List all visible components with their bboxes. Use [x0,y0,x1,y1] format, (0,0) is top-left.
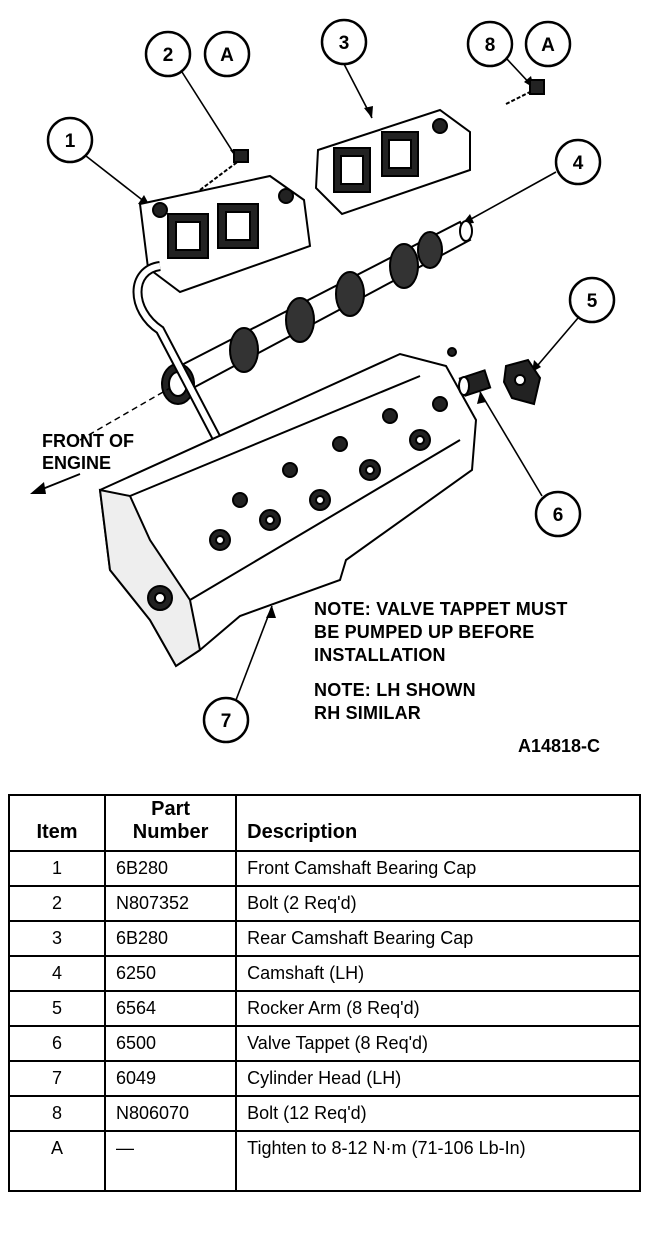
table-row: 4 6250 Camshaft (LH) [8,955,641,992]
callout-2: 2 [144,30,192,78]
cell-description: Bolt (2 Req'd) [235,885,641,922]
note-line: NOTE: LH SHOWN [314,680,476,700]
cylinder-head [98,347,478,668]
cell-description: Rocker Arm (8 Req'd) [235,990,641,1027]
valve-tappet [458,369,492,397]
svg-text:2: 2 [163,45,174,66]
cell-part-number: 6564 [103,990,238,1027]
front-of-engine-label: FRONT OF ENGINE [42,430,134,474]
cell-item: 6 [8,1025,106,1062]
camshaft [161,220,473,405]
rocker-arm [502,358,542,406]
table-row: 8 N806070 Bolt (12 Req'd) [8,1095,641,1132]
bolt-8 [505,79,545,105]
bolt-2 [199,149,249,191]
callout-a-left: A [203,30,251,78]
callout-3: 3 [320,18,368,66]
note-line: RH SIMILAR [314,703,421,723]
header-description: Description [235,794,641,852]
callout-a-right: A [524,20,572,68]
callout-6: 6 [534,490,582,538]
cell-description: Cylinder Head (LH) [235,1060,641,1097]
cell-part-number: 6B280 [103,850,238,887]
exploded-view-diagram: 1 2 A 3 8 A 4 5 6 7 [30,18,616,744]
svg-text:8: 8 [485,35,496,56]
cell-item: 4 [8,955,106,992]
svg-text:1: 1 [65,131,76,152]
note-lh-shown: NOTE: LH SHOWN RH SIMILAR [314,679,644,725]
cell-part-number: — [103,1130,238,1192]
table-row: 1 6B280 Front Camshaft Bearing Cap [8,850,641,887]
cell-item: 8 [8,1095,106,1132]
note-line: INSTALLATION [314,645,446,665]
table-row: 3 6B280 Rear Camshaft Bearing Cap [8,920,641,957]
header-part-number: Part Number [103,794,238,852]
callout-5: 5 [568,276,616,324]
svg-text:7: 7 [221,711,232,732]
callout-1: 1 [46,116,94,164]
cell-part-number: 6500 [103,1025,238,1062]
note-line: BE PUMPED UP BEFORE [314,622,535,642]
cell-part-number: 6B280 [103,920,238,957]
cell-description: Rear Camshaft Bearing Cap [235,920,641,957]
table-row: 5 6564 Rocker Arm (8 Req'd) [8,990,641,1027]
svg-text:A: A [220,45,234,66]
cell-description: Valve Tappet (8 Req'd) [235,1025,641,1062]
note-tappet: NOTE: VALVE TAPPET MUST BE PUMPED UP BEF… [314,598,644,667]
cell-description: Camshaft (LH) [235,955,641,992]
cell-item: A [8,1130,106,1192]
callout-8: 8 [466,20,514,68]
svg-text:6: 6 [553,505,564,526]
cell-item: 5 [8,990,106,1027]
front-label-line-1: FRONT OF [42,431,134,451]
cell-description: Tighten to 8-12 N·m (71-106 Lb-In) [235,1130,641,1192]
header-item: Item [8,794,106,852]
callout-4: 4 [554,138,602,186]
rear-bearing-cap [314,108,471,216]
table-row: 7 6049 Cylinder Head (LH) [8,1060,641,1097]
callout-7: 7 [202,696,250,744]
svg-text:4: 4 [573,153,584,174]
parts-table: Item Part Number Description 1 6B280 Fro… [8,794,641,1192]
front-arrow [30,473,81,494]
front-label-line-2: ENGINE [42,453,112,473]
note-line: NOTE: VALVE TAPPET MUST [314,599,568,619]
camshaft-centerline [79,387,171,441]
cell-description: Bolt (12 Req'd) [235,1095,641,1132]
cell-description: Front Camshaft Bearing Cap [235,850,641,887]
svg-text:3: 3 [339,33,350,54]
cell-part-number: 6049 [103,1060,238,1097]
table-header-row: Item Part Number Description [8,794,641,852]
table-row: 2 N807352 Bolt (2 Req'd) [8,885,641,922]
cell-item: 2 [8,885,106,922]
table-row: 6 6500 Valve Tappet (8 Req'd) [8,1025,641,1062]
table-row: A — Tighten to 8-12 N·m (71-106 Lb-In) [8,1130,641,1192]
cell-part-number: N807352 [103,885,238,922]
svg-text:A: A [541,35,555,56]
cell-part-number: N806070 [103,1095,238,1132]
figure-id: A14818-C [518,736,601,756]
svg-text:5: 5 [587,291,598,312]
cell-item: 3 [8,920,106,957]
cell-item: 1 [8,850,106,887]
cell-part-number: 6250 [103,955,238,992]
cell-item: 7 [8,1060,106,1097]
front-bearing-cap [138,174,312,294]
